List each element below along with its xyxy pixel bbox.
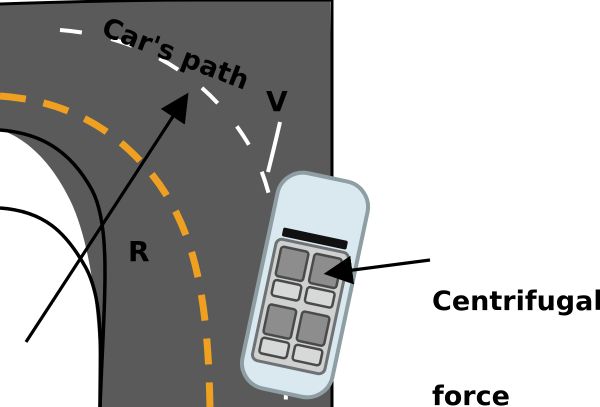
label-radius: R	[128, 235, 150, 268]
centrifugal-force-arrow	[323, 255, 431, 285]
car-top-view	[239, 170, 371, 400]
car-rear-seats	[258, 303, 331, 367]
curved-road	[0, 0, 334, 407]
velocity-arrow	[266, 121, 282, 173]
label-centrifugal-force: Centrifugal force	[432, 222, 600, 407]
orange-dashed-center-line	[0, 92, 214, 407]
radius-arrow	[24, 92, 189, 343]
label-velocity: V	[266, 85, 288, 118]
label-centrifugal-force-line1: Centrifugal	[432, 285, 600, 317]
label-centrifugal-force-line2: force	[432, 381, 510, 407]
car-dashboard-bar	[282, 227, 348, 250]
